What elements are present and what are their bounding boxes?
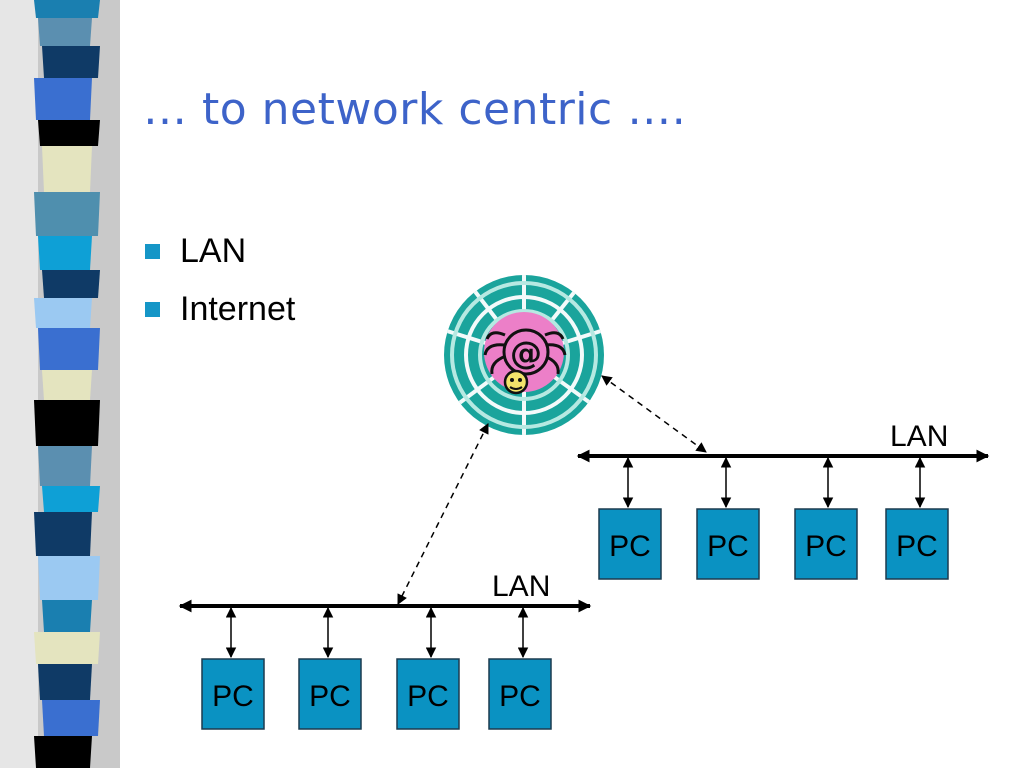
- pc-node: PC: [696, 508, 760, 580]
- bullet-square-icon: [145, 302, 160, 317]
- lan-label: LAN: [492, 570, 550, 603]
- decorative-stripe: [0, 0, 120, 768]
- internet-spider-web-icon: @: [444, 275, 604, 435]
- pc-label: PC: [609, 530, 651, 563]
- bullet-label: Internet: [180, 290, 296, 328]
- internet-link-lower: [397, 423, 489, 605]
- pc-node: PC: [201, 658, 265, 730]
- internet-link-upper: [601, 375, 707, 453]
- pc-label: PC: [309, 680, 351, 713]
- pc-node: PC: [885, 508, 949, 580]
- pc-label: PC: [407, 680, 449, 713]
- bullet-item-internet: Internet: [145, 290, 295, 329]
- svg-text:@: @: [510, 334, 542, 372]
- pc-label: PC: [896, 530, 938, 563]
- bullet-item-lan: LAN: [145, 232, 246, 271]
- pc-node: PC: [598, 508, 662, 580]
- pc-label: PC: [707, 530, 749, 563]
- lan-label: LAN: [890, 420, 948, 453]
- bullet-square-icon: [145, 244, 160, 259]
- pc-node: PC: [488, 658, 552, 730]
- pc-label: PC: [805, 530, 847, 563]
- lan-network-lower: LAN PC PC PC PC: [178, 570, 592, 730]
- pc-label: PC: [499, 680, 541, 713]
- lan-network-upper: LAN PC PC PC PC: [576, 420, 990, 580]
- slide-title: … to network centric ….: [143, 84, 687, 135]
- pc-node: PC: [794, 508, 858, 580]
- pc-label: PC: [212, 680, 254, 713]
- pc-node: PC: [396, 658, 460, 730]
- pc-node: PC: [298, 658, 362, 730]
- bullet-label: LAN: [180, 232, 247, 270]
